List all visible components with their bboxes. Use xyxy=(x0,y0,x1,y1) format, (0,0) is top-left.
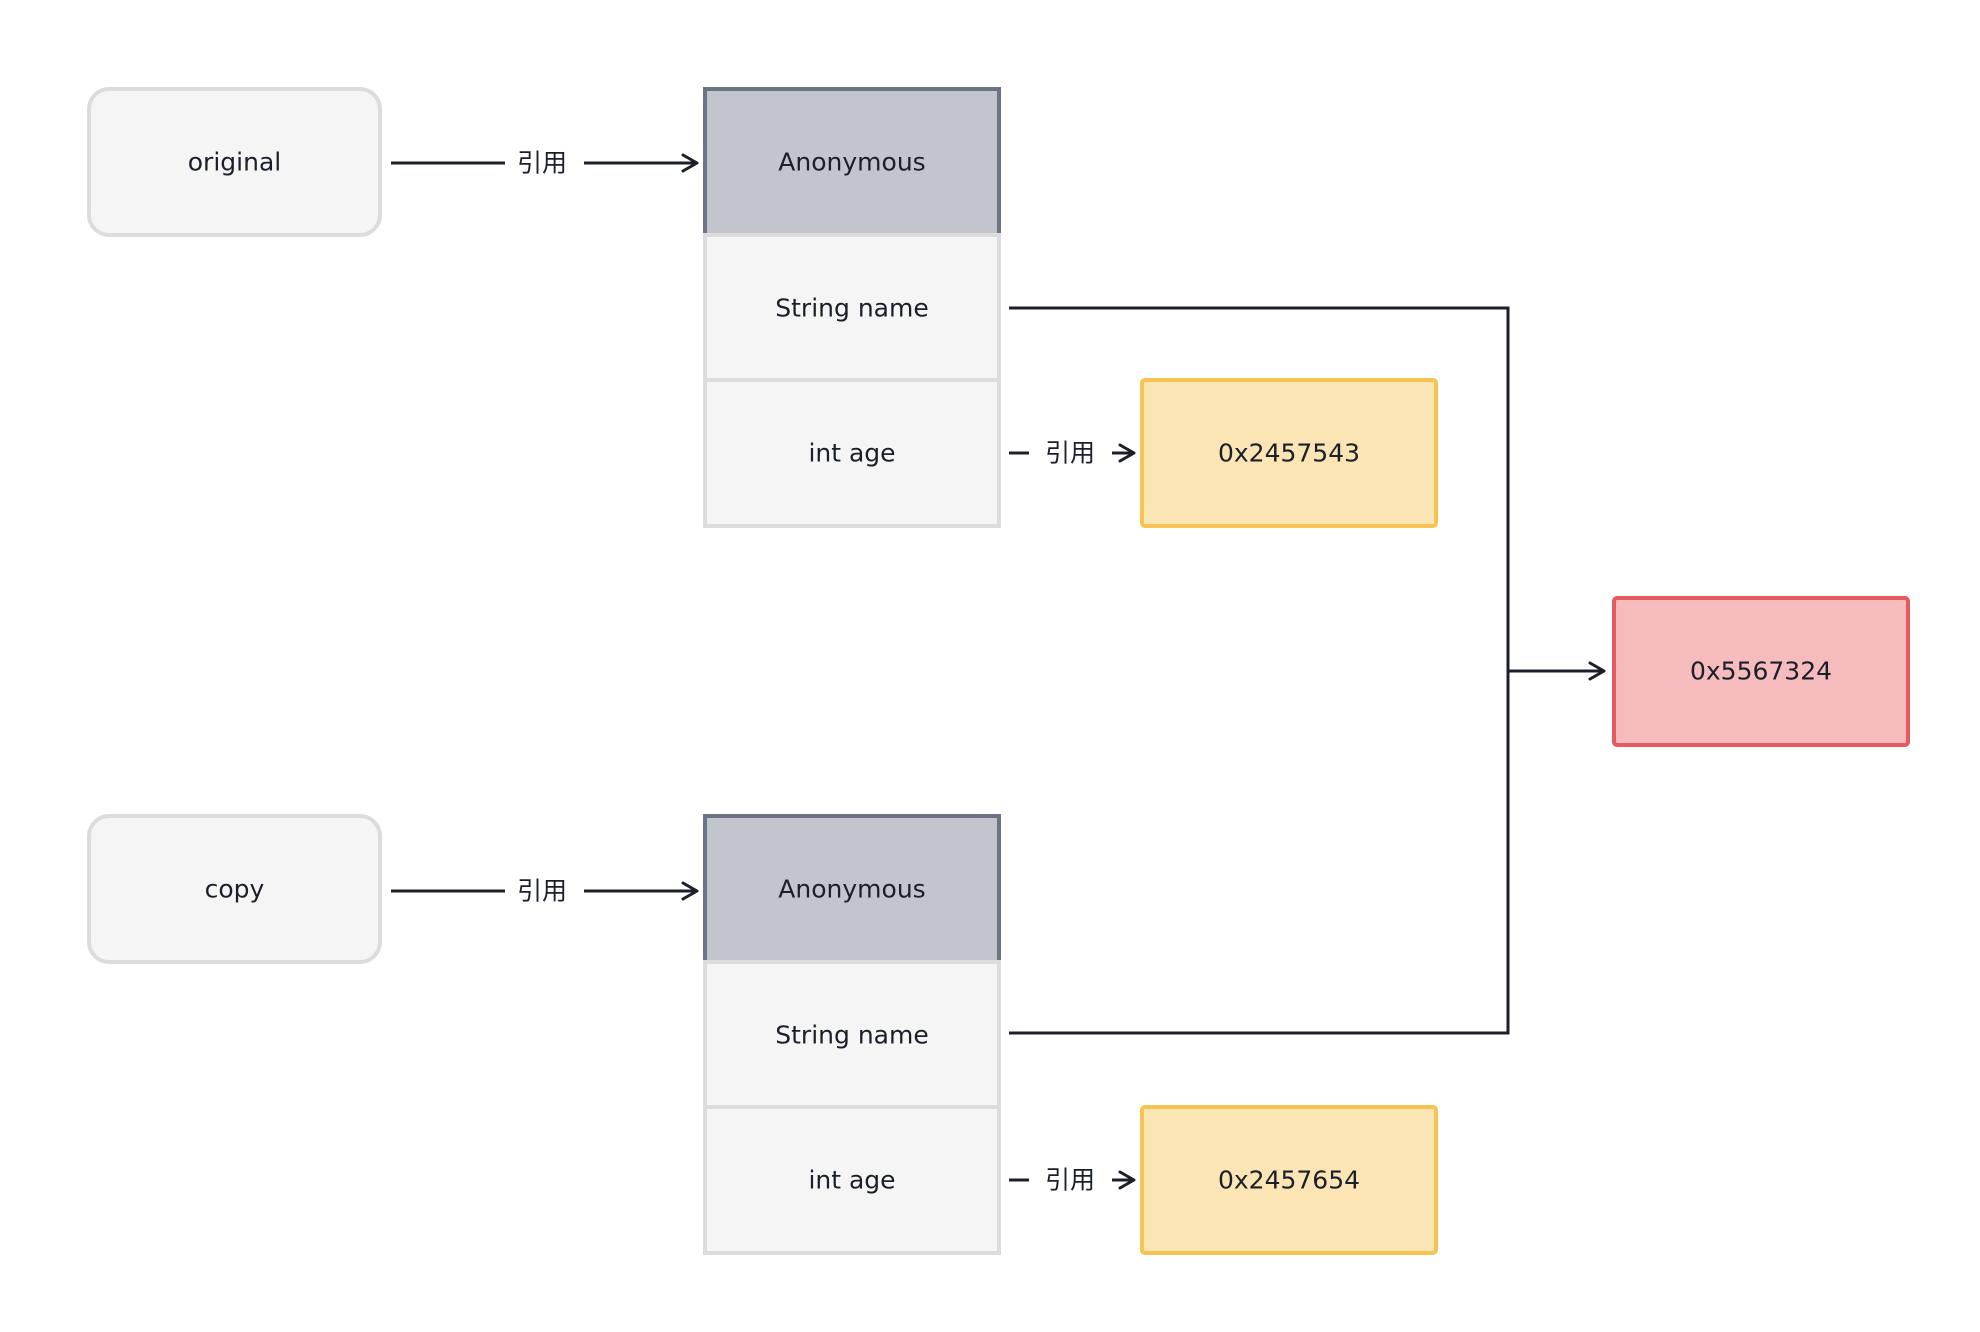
int-value-box-original xyxy=(1140,378,1438,528)
field-string-name-copy xyxy=(703,960,1001,1109)
field-string-name-original xyxy=(703,233,1001,382)
int-value-label-original: 0x2457543 xyxy=(1218,439,1360,468)
shared-string-reference: 0x5567324 xyxy=(1009,306,1910,1035)
field-string-name-label-original: String name xyxy=(775,294,928,323)
string-ref-connector-original xyxy=(1009,306,1510,671)
group-original: original 引用 Anonymous String name int ag… xyxy=(87,87,1438,528)
field-int-age-label-original: int age xyxy=(808,439,895,468)
string-value-label: 0x5567324 xyxy=(1690,657,1832,686)
variable-box-copy xyxy=(87,814,382,964)
ref-label-copy: 引用 xyxy=(517,877,567,906)
field-int-age-original xyxy=(703,378,1001,528)
group-copy: copy 引用 Anonymous String name int age 引用… xyxy=(87,814,1438,1255)
object-header-copy xyxy=(703,814,1001,964)
int-value-box-copy xyxy=(1140,1105,1438,1255)
ref-label-original: 引用 xyxy=(517,149,567,178)
int-value-label-copy: 0x2457654 xyxy=(1218,1166,1360,1195)
variable-box-original xyxy=(87,87,382,237)
object-header-label-original: Anonymous xyxy=(778,148,925,177)
object-header-label-copy: Anonymous xyxy=(778,875,925,904)
string-value-box xyxy=(1612,596,1910,747)
field-string-name-label-copy: String name xyxy=(775,1021,928,1050)
field-int-age-label-copy: int age xyxy=(808,1166,895,1195)
variable-label-copy: copy xyxy=(205,875,265,904)
string-ref-connector-copy xyxy=(1009,671,1510,1035)
age-ref-label-copy: 引用 xyxy=(1045,1166,1095,1195)
field-int-age-copy xyxy=(703,1105,1001,1255)
age-ref-label-original: 引用 xyxy=(1045,439,1095,468)
object-header-original xyxy=(703,87,1001,237)
variable-label-original: original xyxy=(188,148,281,177)
